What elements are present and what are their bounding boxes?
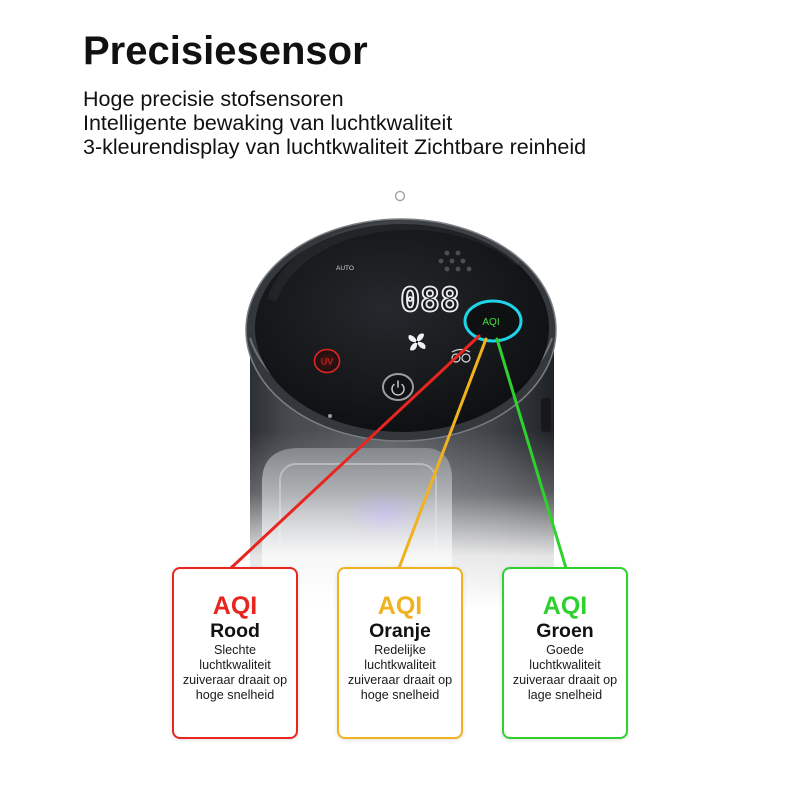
digital-display: 088 xyxy=(400,280,460,319)
fan-icon xyxy=(408,333,426,351)
speaker-grille-icon xyxy=(438,250,472,272)
auto-mode-label: AUTO xyxy=(336,265,354,272)
device-glass-reflection xyxy=(267,219,524,302)
power-icon xyxy=(391,380,405,396)
card-description-line: zuiveraar draait op xyxy=(347,673,453,687)
feature-item: Intelligente bewaking van luchtkwaliteit xyxy=(83,111,453,135)
device-side-slot xyxy=(541,398,551,432)
card-description-line: Slechte xyxy=(213,643,256,657)
uv-button-label: UV xyxy=(321,357,334,367)
card-description-line: luchtkwaliteit xyxy=(364,658,436,672)
uv-button xyxy=(313,348,341,374)
card-description-line: hoge snelheid xyxy=(360,688,440,702)
card-description-line: Redelijke xyxy=(374,643,426,657)
card-description-line: zuiveraar draait op xyxy=(182,673,288,687)
card-description-line: zuiveraar draait op xyxy=(512,673,618,687)
feature-list: Hoge precisie stofsensoren Intelligente … xyxy=(83,87,586,159)
indicator-light-icon xyxy=(394,190,406,202)
mode-icon xyxy=(451,348,471,363)
card-label: Groen xyxy=(536,620,594,642)
card-description-line: luchtkwaliteit xyxy=(529,658,601,672)
aqi-card-green: AQI Groen Goede luchtkwaliteit zuiveraar… xyxy=(502,567,628,739)
card-description-line: hoge snelheid xyxy=(195,688,275,702)
card-label: Oranje xyxy=(369,620,431,642)
aqi-line-red xyxy=(229,334,481,570)
card-heading: AQI xyxy=(542,592,588,620)
card-description-line: luchtkwaliteit xyxy=(199,658,271,672)
card-description: Slechte luchtkwaliteit zuiveraar draait … xyxy=(174,643,296,703)
card-heading: AQI xyxy=(377,592,423,620)
aqi-line-orange xyxy=(397,337,488,570)
aqi-card-orange: AQI Oranje Redelijke luchtkwaliteit zuiv… xyxy=(337,567,463,739)
aqi-line-green xyxy=(495,337,568,570)
card-description-line: lage snelheid xyxy=(527,688,603,702)
aqi-card-red: AQI Rood Slechte luchtkwaliteit zuiveraa… xyxy=(172,567,298,739)
page-title: Precisiesensor xyxy=(83,29,368,73)
card-label: Rood xyxy=(210,620,260,642)
card-heading: AQI xyxy=(212,592,258,620)
aqi-button-label: AQI xyxy=(482,317,499,328)
aqi-ring xyxy=(463,299,523,343)
device-top-glass xyxy=(255,224,549,432)
status-light xyxy=(328,414,332,418)
card-description: Redelijke luchtkwaliteit zuiveraar draai… xyxy=(339,643,461,703)
feature-item: 3-kleurendisplay van luchtkwaliteit Zich… xyxy=(83,135,587,159)
card-description: Goede luchtkwaliteit zuiveraar draait op… xyxy=(504,643,626,703)
card-description-line: Goede xyxy=(546,643,584,657)
feature-item: Hoge precisie stofsensoren xyxy=(83,87,344,111)
